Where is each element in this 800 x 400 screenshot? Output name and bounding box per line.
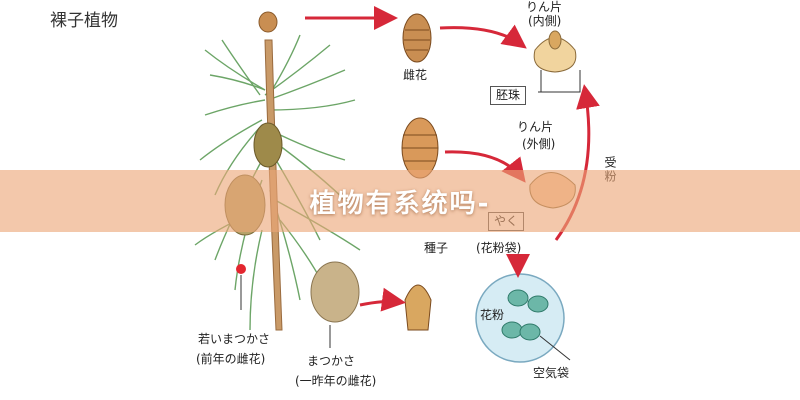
seed-icon	[404, 284, 432, 331]
label-female-cone: 雌花	[403, 68, 428, 82]
label-ovule: 胚珠	[490, 86, 527, 105]
label-old-cone-line1: まつかさ	[307, 354, 356, 368]
label-young-cone-line1: 若いまつかさ	[198, 332, 271, 346]
label-young-cone-line2: (前年の雌花)	[196, 352, 266, 366]
label-pollen-sac: (花粉袋)	[476, 241, 522, 255]
cone-middle-icon	[401, 117, 439, 179]
label-air-sac: 空気袋	[533, 366, 570, 380]
label-scale-inner-line2: (内側)	[528, 14, 562, 28]
diagram-title: 裸子植物	[50, 11, 118, 31]
banner-text: 植物有系统吗-	[309, 188, 491, 219]
leader-lines	[240, 70, 581, 348]
label-scale-outer-line1: りん片	[517, 120, 554, 134]
scale-inner-icon	[533, 30, 577, 73]
label-scale-outer-line2: (外側)	[522, 137, 556, 151]
label-old-cone-line2: (一昨年の雌花)	[295, 374, 377, 388]
label-seed: 種子	[424, 241, 449, 255]
overlay-banner: 植物有系统吗-	[0, 170, 800, 232]
label-pollen: 花粉	[480, 308, 505, 322]
label-scale-inner-line1: りん片	[526, 0, 563, 14]
female-cone-icon	[402, 13, 432, 63]
